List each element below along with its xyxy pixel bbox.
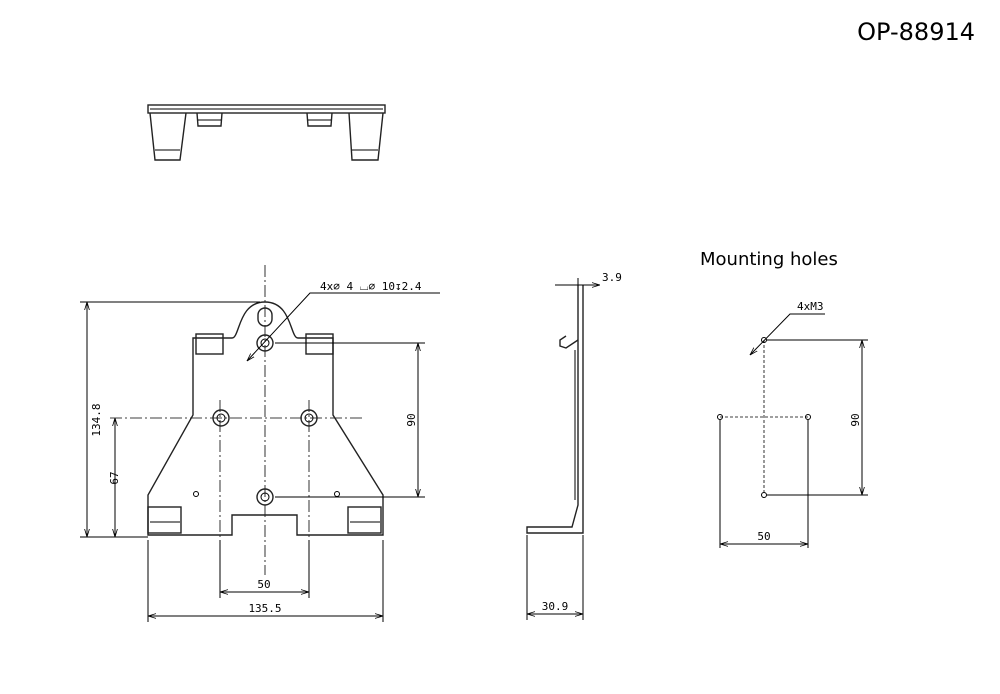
dim-width-total: 135.5 [248,602,281,615]
front-view: 4x⌀ 4 ⌴⌀ 10↧2.4 134.8 67 90 50 135.5 [80,265,440,622]
dim-pattern-vertical: 90 [849,413,862,426]
part-number: OP-88914 [857,18,975,46]
dim-hole-horizontal: 50 [257,578,270,591]
mounting-holes-title: Mounting holes [700,249,838,270]
dim-height-half: 67 [108,471,121,484]
dim-depth: 30.9 [542,600,569,613]
thread-callout: 4xM3 [797,300,824,313]
mounting-holes-pattern: Mounting holes 4xM3 90 50 [700,249,868,548]
top-view [147,104,386,161]
side-view: 3.9 30.9 [526,271,622,620]
dim-thickness: 3.9 [602,271,622,284]
dim-height-total: 134.8 [90,403,103,436]
dim-hole-vertical: 90 [405,413,418,426]
hole-callout: 4x⌀ 4 ⌴⌀ 10↧2.4 [320,280,422,293]
dim-pattern-horizontal: 50 [757,530,770,543]
